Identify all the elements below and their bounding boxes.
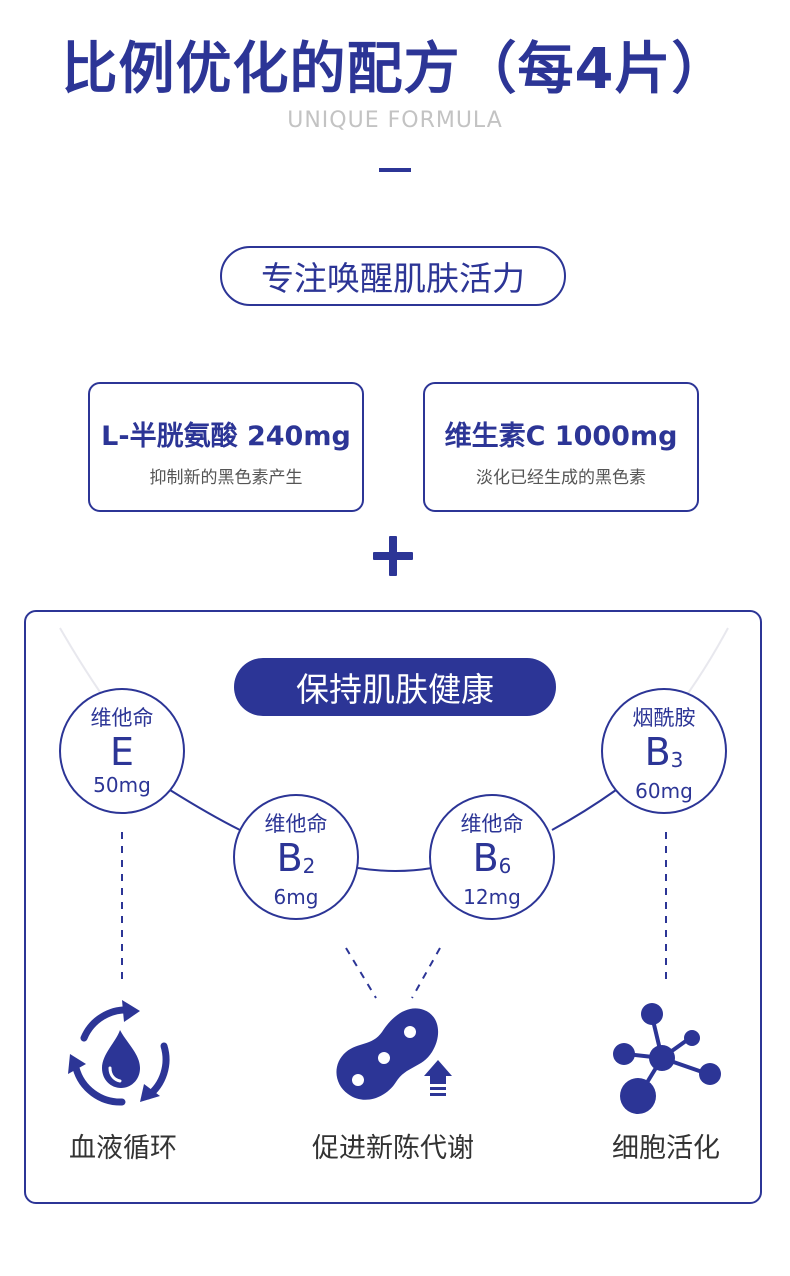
card-desc: 淡化已经生成的黑色素 (476, 468, 646, 488)
ingredient-card-vitamin-c: 维生素C 1000mg 淡化已经生成的黑色素 (423, 382, 699, 512)
plus-icon-vertical (389, 536, 397, 576)
benefit-label-metabolism: 促进新陈代谢 (312, 1133, 474, 1164)
card-desc: 抑制新的黑色素产生 (149, 468, 303, 488)
ingredient-card-cysteine: L-半胱氨酸 240mg 抑制新的黑色素产生 (88, 382, 364, 512)
card-title: L-半胱氨酸 240mg (101, 421, 351, 452)
skin-health-panel (24, 610, 762, 1204)
nutrient-dose: 6mg (273, 885, 319, 909)
circulation-icon (68, 1000, 170, 1106)
nutrient-symbol: E (109, 730, 134, 774)
nutrient-symbol: B3 (644, 730, 684, 774)
nutrient-name: 维他命 (264, 812, 328, 836)
nutrient-vitamin-e: 维他命 E 50mg (59, 688, 185, 814)
benefit-label-circulation: 血液循环 (69, 1133, 177, 1164)
nutrient-vitamin-b2: 维他命 B2 6mg (233, 794, 359, 920)
skin-health-pill: 保持肌肤健康 (234, 658, 556, 716)
molecule-icon (613, 1003, 721, 1114)
page-title: 比例优化的配方（每4片） (61, 37, 729, 102)
page-subtitle: UNIQUE FORMULA (287, 108, 503, 133)
card-title: 维生素C 1000mg (444, 421, 678, 452)
nutrient-dose: 50mg (93, 773, 151, 797)
nutrient-name: 烟酰胺 (632, 706, 696, 730)
nutrient-vitamin-b6: 维他命 B6 12mg (429, 794, 555, 920)
nutrient-dose: 12mg (463, 885, 521, 909)
title-divider (379, 168, 411, 172)
benefit-label-cell-activation: 细胞活化 (612, 1133, 720, 1164)
nutrient-dose: 60mg (635, 779, 693, 803)
nutrient-niacinamide-b3: 烟酰胺 B3 60mg (601, 688, 727, 814)
metabolism-icon (336, 1008, 452, 1100)
nutrient-name: 维他命 (460, 812, 524, 836)
nutrient-symbol: B2 (276, 836, 316, 880)
focus-pill: 专注唤醒肌肤活力 (220, 246, 566, 306)
nutrient-symbol: B6 (472, 836, 512, 880)
nutrient-name: 维他命 (90, 706, 154, 730)
